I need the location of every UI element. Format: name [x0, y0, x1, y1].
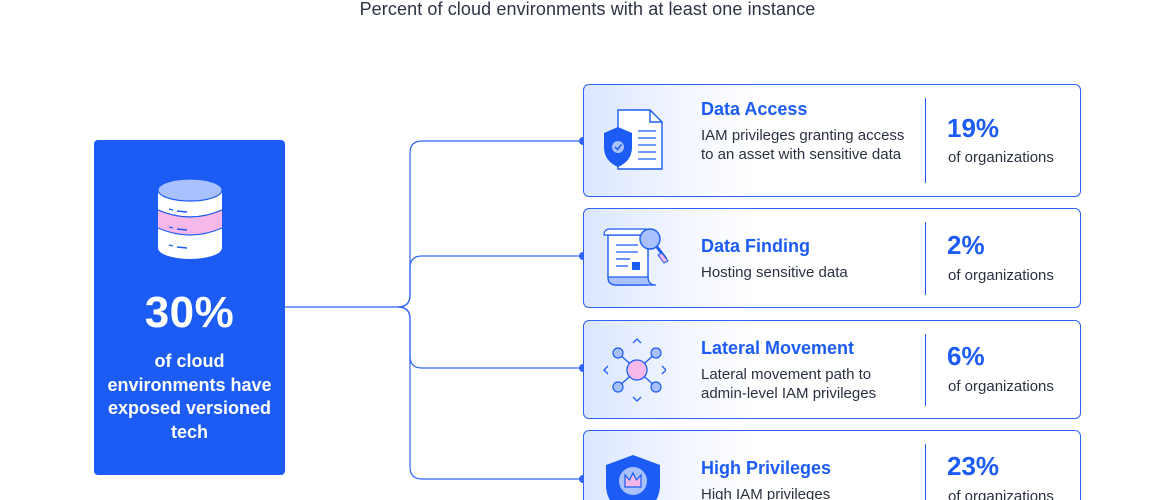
category-card-high-privileges: High Privileges High IAM privileges 23% …: [583, 430, 1081, 500]
card-percent: 6%: [947, 341, 985, 371]
card-description: Lateral movement path to admin-level IAM…: [701, 366, 877, 402]
card-percent-label: of organizations: [948, 149, 1054, 166]
card-description: IAM privileges granting access to an ass…: [701, 127, 905, 163]
document-search-icon: [603, 228, 669, 286]
card-divider: [925, 334, 926, 406]
card-percent-label: of organizations: [948, 488, 1054, 500]
database-icon: [156, 178, 223, 259]
summary-percent: 30%: [144, 288, 235, 337]
card-title: Data Finding: [701, 236, 810, 256]
card-percent: 2%: [947, 230, 985, 260]
summary-card: 30% of cloud environments have exposed v…: [94, 140, 285, 475]
card-title: Data Access: [701, 99, 808, 119]
card-percent-label: of organizations: [948, 378, 1054, 395]
card-percent: 23%: [947, 451, 1000, 481]
card-title: Lateral Movement: [701, 338, 855, 358]
category-card-lateral-movement: Lateral Movement Lateral movement path t…: [583, 320, 1081, 419]
shield-document-icon: [604, 109, 663, 170]
card-percent: 19%: [947, 113, 1000, 143]
card-description: High IAM privileges: [701, 486, 831, 500]
chart-subtitle: Percent of cloud environments with at le…: [359, 0, 816, 19]
card-description: Hosting sensitive data: [701, 264, 848, 281]
card-divider: [925, 98, 926, 183]
card-title: High Privileges: [701, 458, 832, 478]
network-nodes-icon: [603, 338, 666, 402]
category-card-data-finding: Data Finding Hosting sensitive data 2% o…: [583, 208, 1081, 308]
category-card-data-access: Data Access IAM privileges granting acce…: [583, 84, 1081, 197]
shield-crown-icon: [606, 455, 660, 500]
card-percent-label: of organizations: [948, 267, 1054, 284]
card-divider: [925, 444, 926, 500]
summary-description: of cloud environments have exposed versi…: [107, 351, 272, 442]
card-divider: [925, 222, 926, 295]
